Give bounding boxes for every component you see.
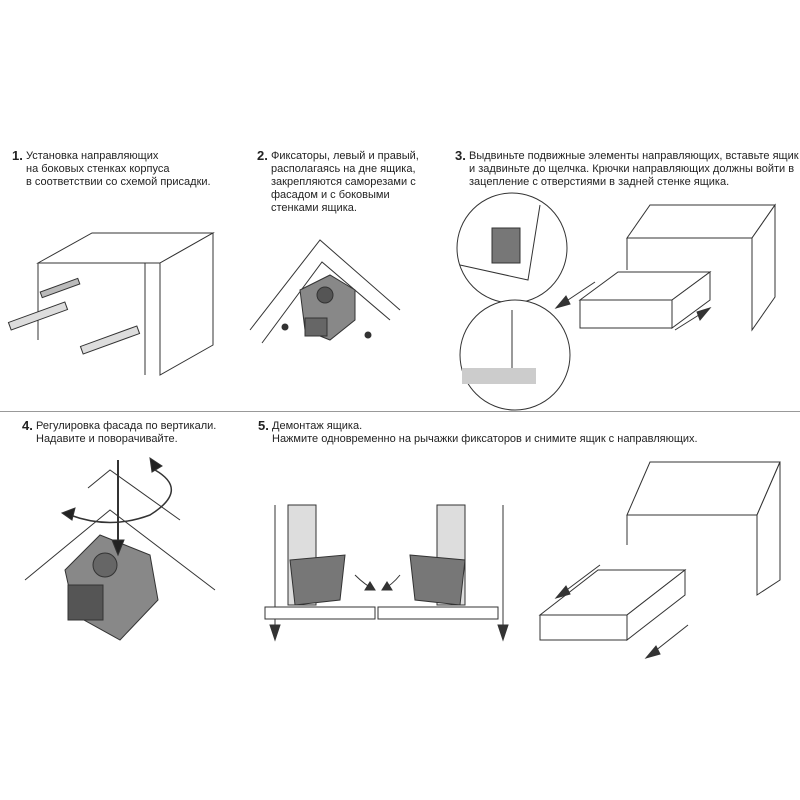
step-4-height-adjustment-illustration <box>24 456 216 641</box>
step-5-release-illustration <box>264 504 509 642</box>
step-number: 3. <box>455 148 466 163</box>
step-1-cabinet-illustration <box>7 232 215 376</box>
step-text: Установка направляющих на боковых стенка… <box>26 150 211 188</box>
step-text: Выдвиньте подвижные элементы направляющи… <box>469 150 799 188</box>
step-number: 5. <box>258 418 269 433</box>
step-4-instruction: 4. Регулировка фасада по вертикали. Нада… <box>22 418 217 446</box>
step-number: 4. <box>22 418 33 433</box>
step-text: Демонтаж ящика. Нажмите одновременно на … <box>272 420 698 445</box>
step-5-cabinet-illustration <box>538 461 781 659</box>
step-5-instruction: 5. Демонтаж ящика. Нажмите одновременно … <box>258 418 698 446</box>
step-text: Фиксаторы, левый и правый, располагаясь … <box>271 150 419 214</box>
step-number: 2. <box>257 148 268 163</box>
step-text: Регулировка фасада по вертикали. Надавит… <box>36 420 217 445</box>
step-3-instruction: 3. Выдвиньте подвижные элементы направля… <box>455 148 799 189</box>
step-2-instruction: 2. Фиксаторы, левый и правый, располагая… <box>257 148 419 215</box>
section-divider <box>0 411 800 412</box>
step-1-instruction: 1. Установка направляющих на боковых сте… <box>12 148 211 189</box>
step-number: 1. <box>12 148 23 163</box>
step-2-locking-clip-illustration <box>249 239 401 344</box>
step-3-insert-drawer-illustration <box>456 192 776 411</box>
